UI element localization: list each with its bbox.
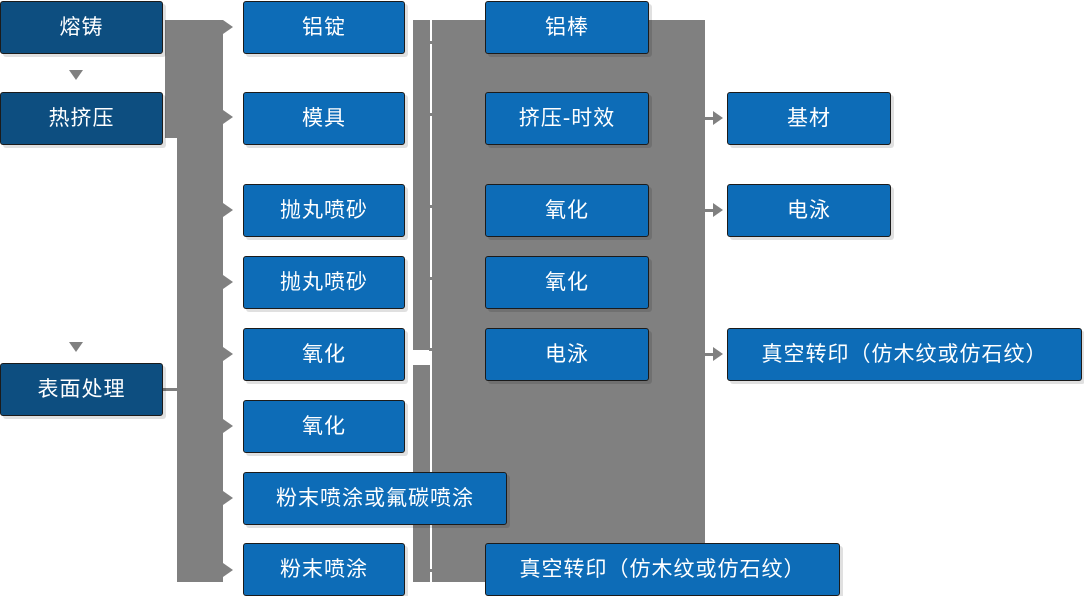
process-label-oxidation-1: 氧化	[302, 342, 346, 366]
process-box-powder-coating[interactable]: 粉末喷涂	[243, 543, 405, 596]
process-label-shotblast-2: 抛丸喷砂	[280, 270, 368, 294]
arrow-to-proc-5	[223, 347, 233, 361]
process-box-mold[interactable]: 模具	[243, 92, 405, 145]
process-label-ingot: 铝锭	[302, 15, 346, 39]
output-box-vacuum-transfer[interactable]: 真空转印（仿木纹或仿石纹）	[727, 328, 1082, 381]
treatment-label-extrusion-aging: 挤压-时效	[518, 106, 616, 130]
treatment-label-electrophoresis: 电泳	[545, 342, 589, 366]
treatment-box-vacuum-transfer[interactable]: 真空转印（仿木纹或仿石纹）	[485, 543, 840, 596]
arrow-to-proc-8	[223, 563, 233, 577]
connector-tick-2	[429, 113, 449, 116]
arrow-to-proc-7	[223, 491, 233, 505]
arrow-to-proc-6	[223, 419, 233, 433]
output-box-electrophoresis[interactable]: 电泳	[727, 184, 891, 237]
process-label-powder-coating: 粉末喷涂	[280, 557, 368, 581]
arrow-to-out-vacuum-transfer	[713, 347, 723, 361]
connector-midbar-upper	[413, 20, 430, 350]
arrow-line-substrate	[705, 117, 717, 120]
arrow-line-vacuum	[705, 353, 717, 356]
stage-label-melting: 熔铸	[59, 15, 104, 39]
arrow-to-proc-3	[223, 203, 233, 217]
process-box-oxidation-2[interactable]: 氧化	[243, 400, 405, 453]
arrow-to-proc-2	[223, 110, 233, 124]
connector-tick-4	[429, 277, 449, 280]
output-label-vacuum-transfer: 真空转印（仿木纹或仿石纹）	[761, 342, 1048, 366]
process-box-powder-or-fluorocarbon[interactable]: 粉末喷涂或氟碳喷涂	[243, 472, 507, 525]
treatment-box-bar[interactable]: 铝棒	[485, 1, 649, 54]
treatment-label-oxidation-2: 氧化	[545, 270, 589, 294]
stage-box-hot-extrusion[interactable]: 热挤压	[0, 92, 163, 145]
treatment-box-oxidation-1[interactable]: 氧化	[485, 184, 649, 237]
process-label-powder-or-fluorocarbon: 粉末喷涂或氟碳喷涂	[276, 486, 474, 510]
stage-box-melting[interactable]: 熔铸	[0, 1, 163, 54]
connector-tick-5	[429, 348, 449, 351]
arrow-melting-to-extrusion	[69, 70, 83, 80]
output-label-substrate: 基材	[787, 106, 831, 130]
treatment-label-bar: 铝棒	[545, 15, 589, 39]
treatment-box-oxidation-2[interactable]: 氧化	[485, 256, 649, 309]
arrow-to-proc-4	[223, 275, 233, 289]
arrow-to-out-substrate	[713, 111, 723, 125]
process-box-oxidation-1[interactable]: 氧化	[243, 328, 405, 381]
treatment-label-oxidation-1: 氧化	[545, 198, 589, 222]
treatment-box-extrusion-aging[interactable]: 挤压-时效	[485, 92, 649, 145]
treatment-label-vacuum-transfer: 真空转印（仿木纹或仿石纹）	[519, 557, 806, 581]
process-box-ingot[interactable]: 铝锭	[243, 1, 405, 54]
arrow-to-out-electrophoresis	[713, 203, 723, 217]
process-box-shotblast-2[interactable]: 抛丸喷砂	[243, 256, 405, 309]
stage-label-surface-treatment: 表面处理	[37, 377, 126, 401]
connector-surface-treatment-line	[163, 388, 183, 391]
output-label-electrophoresis: 电泳	[787, 198, 831, 222]
treatment-box-electrophoresis[interactable]: 电泳	[485, 328, 649, 381]
arrow-line-electrophoresis	[705, 209, 717, 212]
process-label-oxidation-2: 氧化	[302, 414, 346, 438]
connector-tick-6	[429, 569, 449, 572]
connector-tick-3	[429, 205, 449, 208]
arrow-down-to-surface-treatment	[69, 342, 83, 352]
process-label-shotblast-1: 抛丸喷砂	[280, 198, 368, 222]
stage-box-surface-treatment[interactable]: 表面处理	[0, 363, 163, 416]
process-box-shotblast-1[interactable]: 抛丸喷砂	[243, 184, 405, 237]
output-box-substrate[interactable]: 基材	[727, 92, 891, 145]
connector-midbar-right	[432, 20, 448, 582]
stage-label-hot-extrusion: 热挤压	[48, 106, 115, 130]
arrow-to-proc-1	[223, 20, 233, 34]
connector-tick-1	[429, 41, 449, 44]
connector-trunk-body	[177, 20, 223, 582]
process-label-mold: 模具	[302, 106, 346, 130]
